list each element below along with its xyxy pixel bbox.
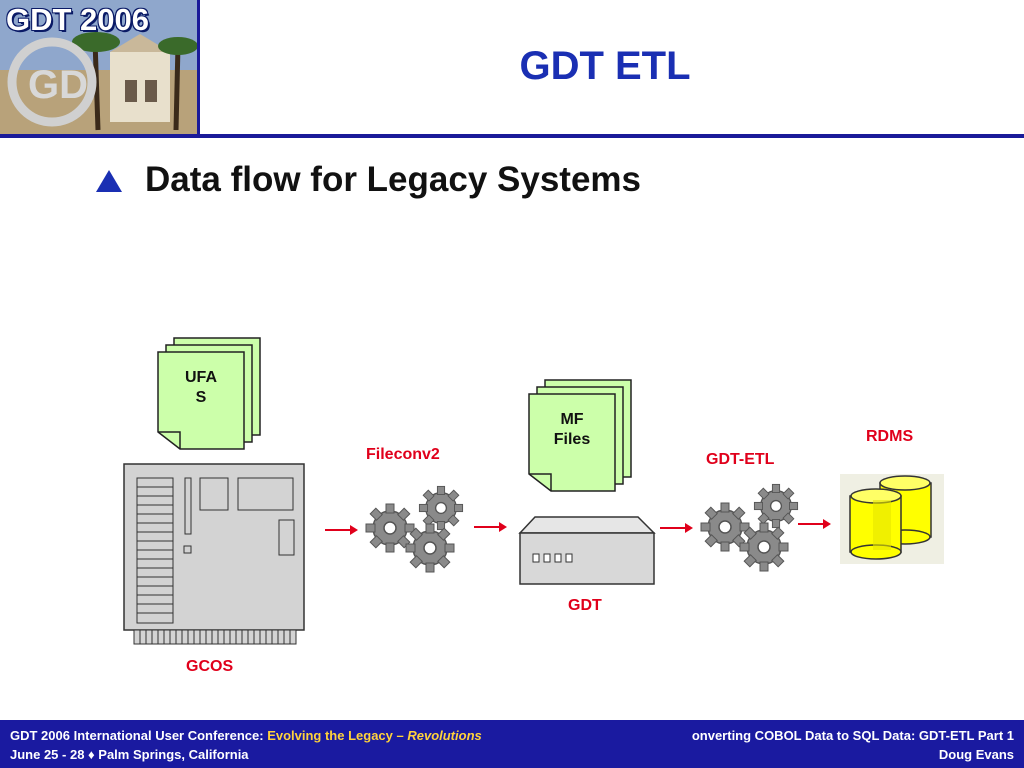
footer-conference-name: GDT 2006 International User Conference: — [10, 728, 268, 743]
logo-text: GDT 2006 — [6, 2, 150, 37]
flow-arrow-2 — [474, 522, 507, 532]
flow-arrow-3 — [660, 523, 693, 533]
rdms-label: RDMS — [866, 428, 914, 445]
fileconv2-label: Fileconv2 — [366, 446, 440, 463]
footer-date-location: June 25 - 28 ♦ Palm Springs, California — [10, 747, 249, 762]
slide-title: GDT ETL — [519, 44, 691, 88]
footer-bar: GDT 2006 International User Conference: … — [0, 720, 1024, 768]
mf-files-label: MF Files — [553, 411, 591, 448]
svg-text:GD: GD — [28, 63, 88, 107]
gcos-mainframe-icon — [123, 463, 305, 645]
footer-theme-revolutions: Revolutions — [407, 728, 482, 743]
gdt-label: GDT — [568, 597, 602, 614]
header-divider — [0, 134, 1024, 138]
conference-logo: GD GDT 2006 — [0, 0, 200, 134]
footer-conference-line: GDT 2006 International User Conference: … — [10, 728, 482, 743]
gcos-label: GCOS — [186, 658, 234, 675]
footer-theme: Evolving the Legacy – — [267, 728, 408, 743]
gdt-server-icon — [518, 516, 656, 585]
bullet-text: Data flow for Legacy Systems — [145, 160, 641, 199]
logo-image: GD — [0, 0, 197, 134]
footer-session-title: onverting COBOL Data to SQL Data: GDT-ET… — [691, 728, 1014, 743]
ufas-label: UFA S — [185, 369, 217, 406]
gdt-etl-label: GDT-ETL — [706, 451, 775, 468]
triangle-bullet-icon — [96, 170, 122, 192]
footer-presenter: Doug Evans — [938, 747, 1014, 762]
fileconv2-gears-icon — [365, 485, 464, 573]
flow-arrow-1 — [325, 525, 358, 535]
rdms-database-icon — [840, 474, 944, 564]
flow-arrow-4 — [798, 519, 831, 529]
gdt-etl-gears-icon — [700, 483, 799, 572]
data-flow-diagram — [123, 337, 944, 645]
